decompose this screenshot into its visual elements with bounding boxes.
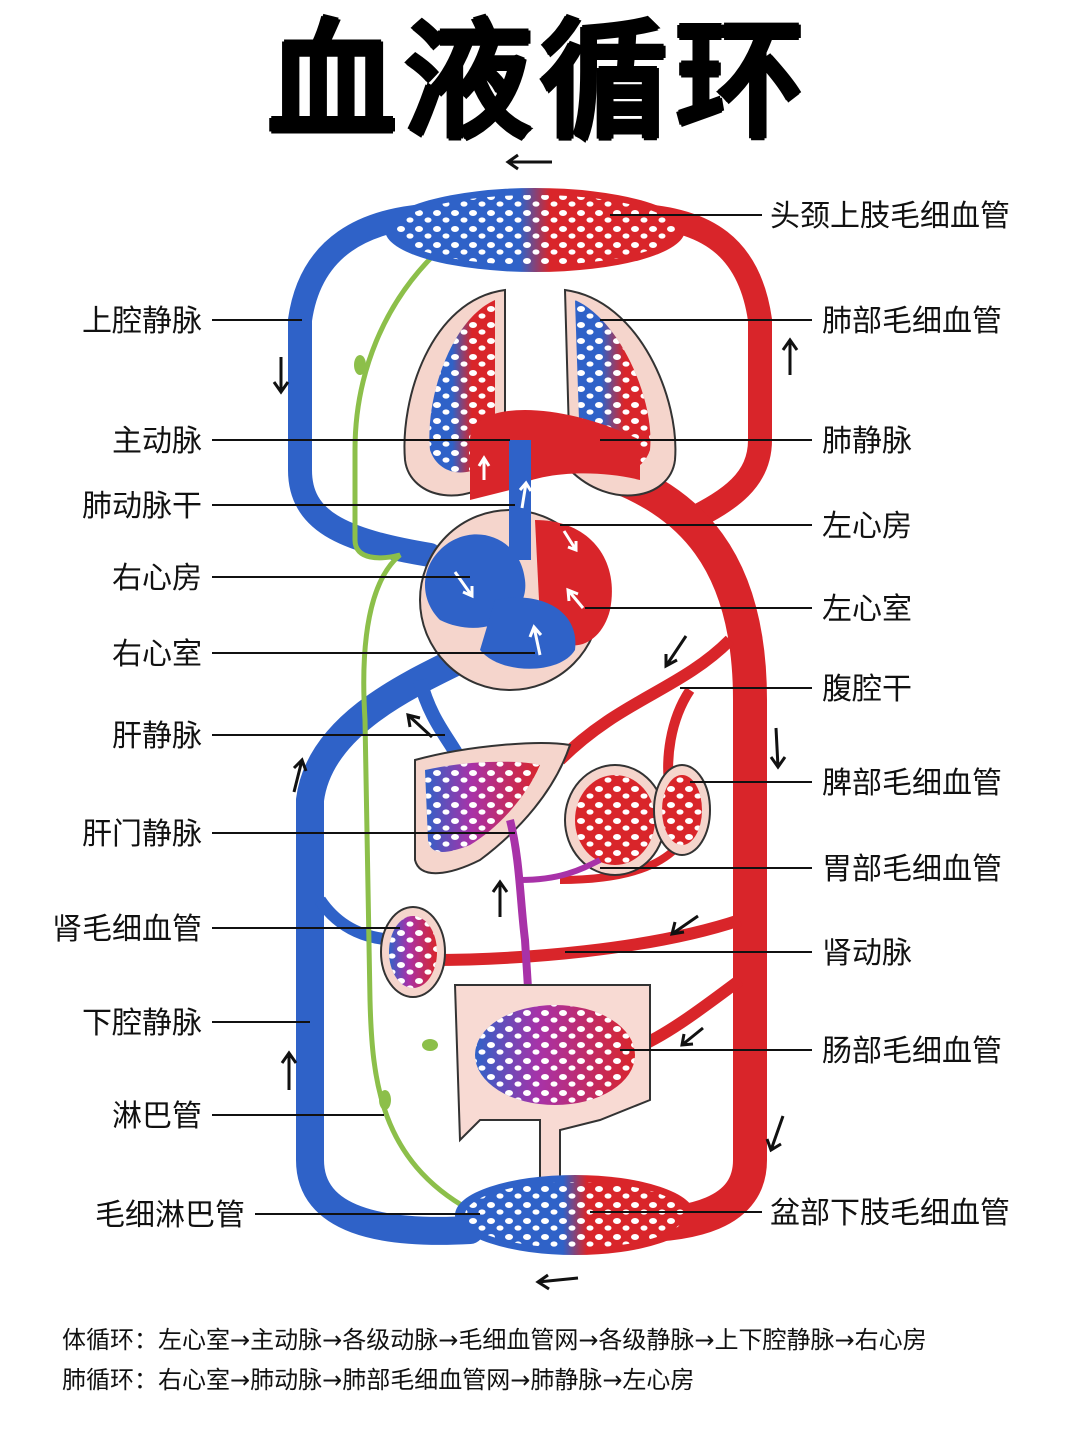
labels-right: 头颈上肢毛细血管 肺部毛细血管 肺静脉 左心房 左心室 腹腔干 脾部毛细血管 胃… [770, 199, 1010, 1231]
stomach-spleen [564, 764, 711, 876]
page-title: 血液循环 [267, 8, 812, 157]
arrow-heart-2 [518, 480, 533, 509]
head-arm-capillary-bed [385, 188, 685, 272]
label-intestine-capillaries: 肠部毛细血管 [822, 1034, 1002, 1069]
arrow-aorta-down [769, 727, 787, 770]
arrow-ivc-up-2 [280, 1050, 298, 1090]
arrow-aorta-low [765, 1115, 785, 1153]
label-spleen-capillaries: 脾部毛细血管 [822, 766, 1002, 801]
portal-vein [506, 819, 534, 1021]
arrow-heart-4 [562, 530, 578, 553]
arrow-ivc-up-1 [292, 757, 308, 793]
label-pulmonary-trunk: 肺动脉干 [82, 489, 202, 524]
arrow-artery-up [781, 337, 799, 375]
label-pelvis-leg-capillaries: 盆部下肢毛细血管 [770, 1196, 1010, 1231]
systemic-circulation-summary: 体循环：左心室→主动脉→各级动脉→毛细血管网→各级静脉→上下腔静脉→右心房 [62, 1326, 927, 1354]
label-left-atrium: 左心房 [822, 509, 912, 544]
label-pulmonary-vein: 肺静脉 [822, 424, 912, 459]
label-lymph-vessel: 淋巴管 [112, 1099, 202, 1134]
arrow-heart-1 [477, 455, 491, 480]
pulmonary-circulation-summary: 肺循环：右心室→肺动脉→肺部毛细血管网→肺静脉→左心房 [62, 1366, 695, 1394]
label-hepatic-portal-vein: 肝门静脉 [82, 817, 202, 852]
label-right-ventricle: 右心室 [112, 637, 202, 672]
label-inferior-vena-cava: 下腔静脉 [82, 1006, 202, 1041]
arrow-portal-up [491, 879, 509, 917]
arrow-renal [669, 914, 699, 936]
lymph-vessel [352, 238, 472, 1213]
labels-left: 上腔静脉 主动脉 肺动脉干 右心房 右心室 肝静脉 肝门静脉 肾毛细血管 下腔静… [52, 304, 245, 1233]
arrow-svc [272, 357, 290, 395]
pelvis-leg-capillary-bed [455, 1175, 695, 1255]
arrow-top [505, 153, 552, 171]
kidney [380, 906, 446, 998]
label-renal-capillaries: 肾毛细血管 [52, 912, 202, 947]
intestines [453, 984, 651, 1181]
arrow-heart-5 [566, 587, 585, 609]
label-aorta: 主动脉 [112, 424, 202, 459]
flow-arrows [272, 153, 799, 1291]
liver [414, 742, 572, 875]
label-superior-vena-cava: 上腔静脉 [82, 304, 202, 339]
portal-branch [519, 857, 602, 883]
label-lung-capillaries: 肺部毛细血管 [822, 304, 1002, 339]
label-lymph-capillaries: 毛细淋巴管 [95, 1198, 245, 1233]
arrow-mesenteric [680, 1026, 704, 1047]
arrow-heart-6 [528, 624, 543, 656]
arrow-celiac [664, 635, 688, 669]
label-right-atrium: 右心房 [112, 561, 202, 596]
leader-lines [212, 214, 812, 1215]
label-stomach-capillaries: 胃部毛细血管 [822, 852, 1002, 887]
label-celiac-trunk: 腹腔干 [822, 672, 912, 707]
label-left-ventricle: 左心室 [822, 592, 912, 627]
label-head-arm-capillaries: 头颈上肢毛细血管 [770, 199, 1010, 234]
arrow-hepatic [406, 712, 434, 739]
heart [419, 410, 640, 691]
label-hepatic-vein: 肝静脉 [112, 719, 202, 754]
arrow-bottom [535, 1273, 579, 1291]
label-renal-artery: 肾动脉 [822, 936, 912, 971]
